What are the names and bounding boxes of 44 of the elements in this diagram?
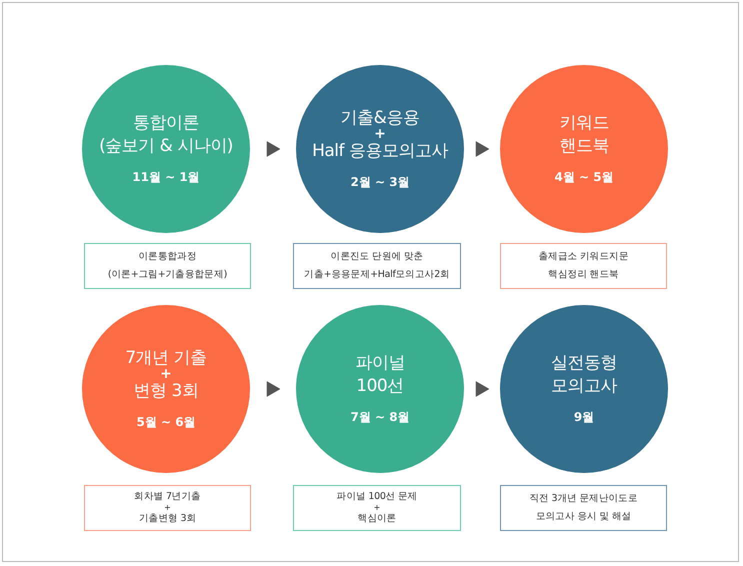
arrow bbox=[266, 141, 280, 157]
note-box bbox=[84, 243, 251, 289]
note-text: 파이널 100선 문제 bbox=[336, 490, 418, 504]
note-box bbox=[500, 243, 667, 289]
stage-title: 실전동형 bbox=[551, 352, 617, 374]
period-label: 7월 ~ 8월 bbox=[350, 408, 410, 426]
plus-sign: + bbox=[374, 506, 380, 510]
stage-title: (숲보기 & 시나이) bbox=[99, 134, 233, 157]
note-box bbox=[293, 485, 461, 531]
stage-title: 모의고사 bbox=[551, 374, 617, 397]
arrow bbox=[476, 141, 490, 157]
note-text: 출제급소 키워드지문 bbox=[538, 250, 629, 264]
note-text: 기출변형 3회 bbox=[139, 512, 196, 526]
arrow bbox=[266, 381, 280, 397]
stage-title: 7개년 기출 bbox=[125, 346, 207, 369]
stage-title: 통합이론 bbox=[133, 112, 199, 134]
period-label: 2월 ~ 3월 bbox=[350, 174, 410, 192]
plus-sign: + bbox=[374, 128, 386, 140]
note-box bbox=[84, 485, 251, 531]
period-label: 11월 ~ 1월 bbox=[132, 168, 200, 186]
period-label: 5월 ~ 6월 bbox=[136, 414, 196, 432]
stage-title: 키워드 bbox=[559, 112, 609, 134]
stage-title: 기출&응용 bbox=[340, 106, 420, 129]
plus-sign: + bbox=[164, 506, 171, 510]
note-text: (이론+그림+기출융합문제) bbox=[108, 268, 228, 282]
note-box bbox=[500, 485, 667, 531]
period-label: 4월 ~ 5월 bbox=[554, 168, 614, 186]
note-text: 모의고사 응시 및 해설 bbox=[536, 510, 632, 524]
note-text: 이론진도 단원에 맞춘 bbox=[330, 250, 424, 264]
note-box bbox=[293, 243, 461, 289]
note-text: 핵심정리 핸드북 bbox=[548, 268, 619, 282]
note-text: 직전 3개년 문제난이도로 bbox=[529, 492, 638, 506]
note-text: 기출+응용문제+Half모의고사2회 bbox=[304, 268, 450, 282]
period-label: 9월 bbox=[574, 408, 594, 426]
plus-sign: + bbox=[160, 368, 172, 380]
stage-title: 파이널 bbox=[355, 352, 405, 374]
note-text: 회차별 7년기출 bbox=[134, 490, 201, 504]
stage-title: 핸드북 bbox=[559, 134, 609, 157]
stage-title: 변형 3회 bbox=[134, 380, 198, 402]
stage-title: Half 응용모의고사 bbox=[312, 140, 448, 162]
stage-title: 100선 bbox=[356, 374, 404, 397]
note-text: 핵심이론 bbox=[358, 512, 396, 526]
note-text: 이론통합과정 bbox=[138, 250, 197, 264]
arrow bbox=[476, 381, 490, 397]
